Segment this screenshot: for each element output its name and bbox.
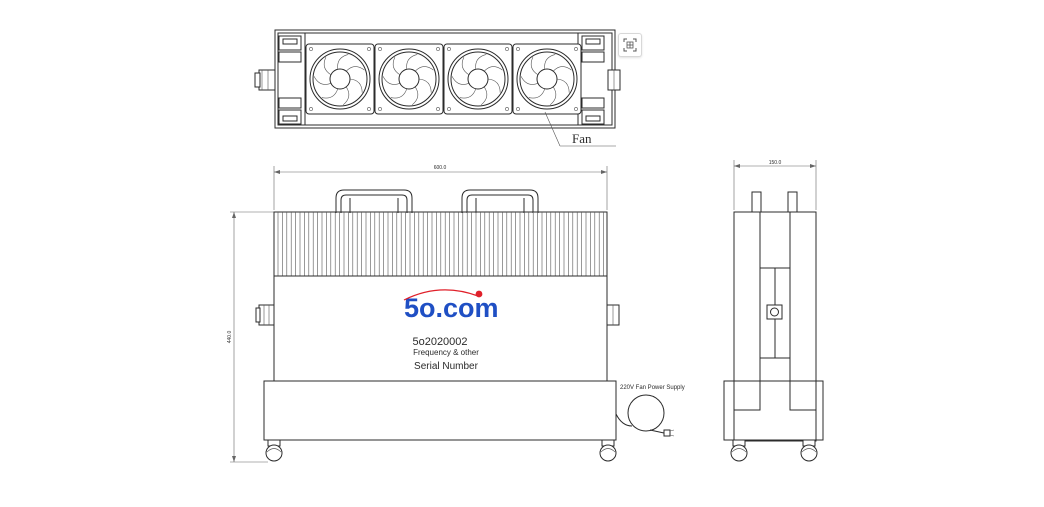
front-left-connector: [255, 304, 275, 326]
fan-group: [305, 43, 582, 115]
width-dimension: 600.0: [273, 165, 608, 210]
top-left-connector: [254, 69, 276, 91]
power-supply-label: 220V Fan Power Supply: [620, 385, 685, 391]
fan-2: [374, 43, 444, 115]
fan-3: [443, 43, 513, 115]
side-handle-left: [751, 191, 762, 213]
height-dimension: 440.0: [227, 211, 274, 463]
scan-qr-icon: [623, 38, 637, 52]
side-handle-right: [787, 191, 798, 213]
top-right-mounts: [581, 35, 605, 125]
depth-dimension: 150.0: [733, 160, 817, 210]
side-right-panel: [789, 211, 817, 411]
front-view: 600.0 440.0: [227, 165, 685, 463]
front-base: [263, 380, 617, 441]
side-connector: [766, 304, 783, 320]
fan-4: [512, 43, 582, 115]
logo-red-dot: [475, 290, 483, 298]
side-base: [723, 380, 824, 441]
scan-button[interactable]: [618, 33, 642, 57]
brand-logo: 5o.com: [404, 293, 499, 323]
logo-swoosh: [403, 289, 479, 301]
fan-callout: Fan: [544, 111, 616, 147]
side-view: 150.0: [723, 160, 824, 462]
fan-1: [305, 43, 375, 115]
side-left-panel: [733, 211, 761, 411]
fin-lines: [277, 212, 604, 276]
side-casters: [730, 439, 818, 462]
depth-dimension-value: 150.0: [769, 160, 782, 166]
logo-text-end: com: [443, 293, 499, 323]
frequency-label: Frequency & other: [413, 348, 479, 357]
front-right-connector: [606, 304, 620, 326]
front-casters: [265, 439, 617, 462]
front-handles: [335, 189, 539, 213]
top-left-mounts: [278, 35, 302, 125]
serial-number-label: Serial Number: [414, 361, 479, 372]
fan-label: Fan: [572, 131, 592, 146]
model-number: 5o2020002: [412, 336, 467, 348]
top-right-connector: [607, 69, 621, 91]
top-view: Fan: [254, 29, 621, 147]
plug-icon: [663, 429, 671, 437]
width-dimension-value: 600.0: [434, 165, 447, 171]
power-cord: 220V Fan Power Supply: [615, 385, 685, 437]
logo-text-dot: .: [436, 293, 444, 323]
height-dimension-value: 440.0: [227, 331, 233, 344]
